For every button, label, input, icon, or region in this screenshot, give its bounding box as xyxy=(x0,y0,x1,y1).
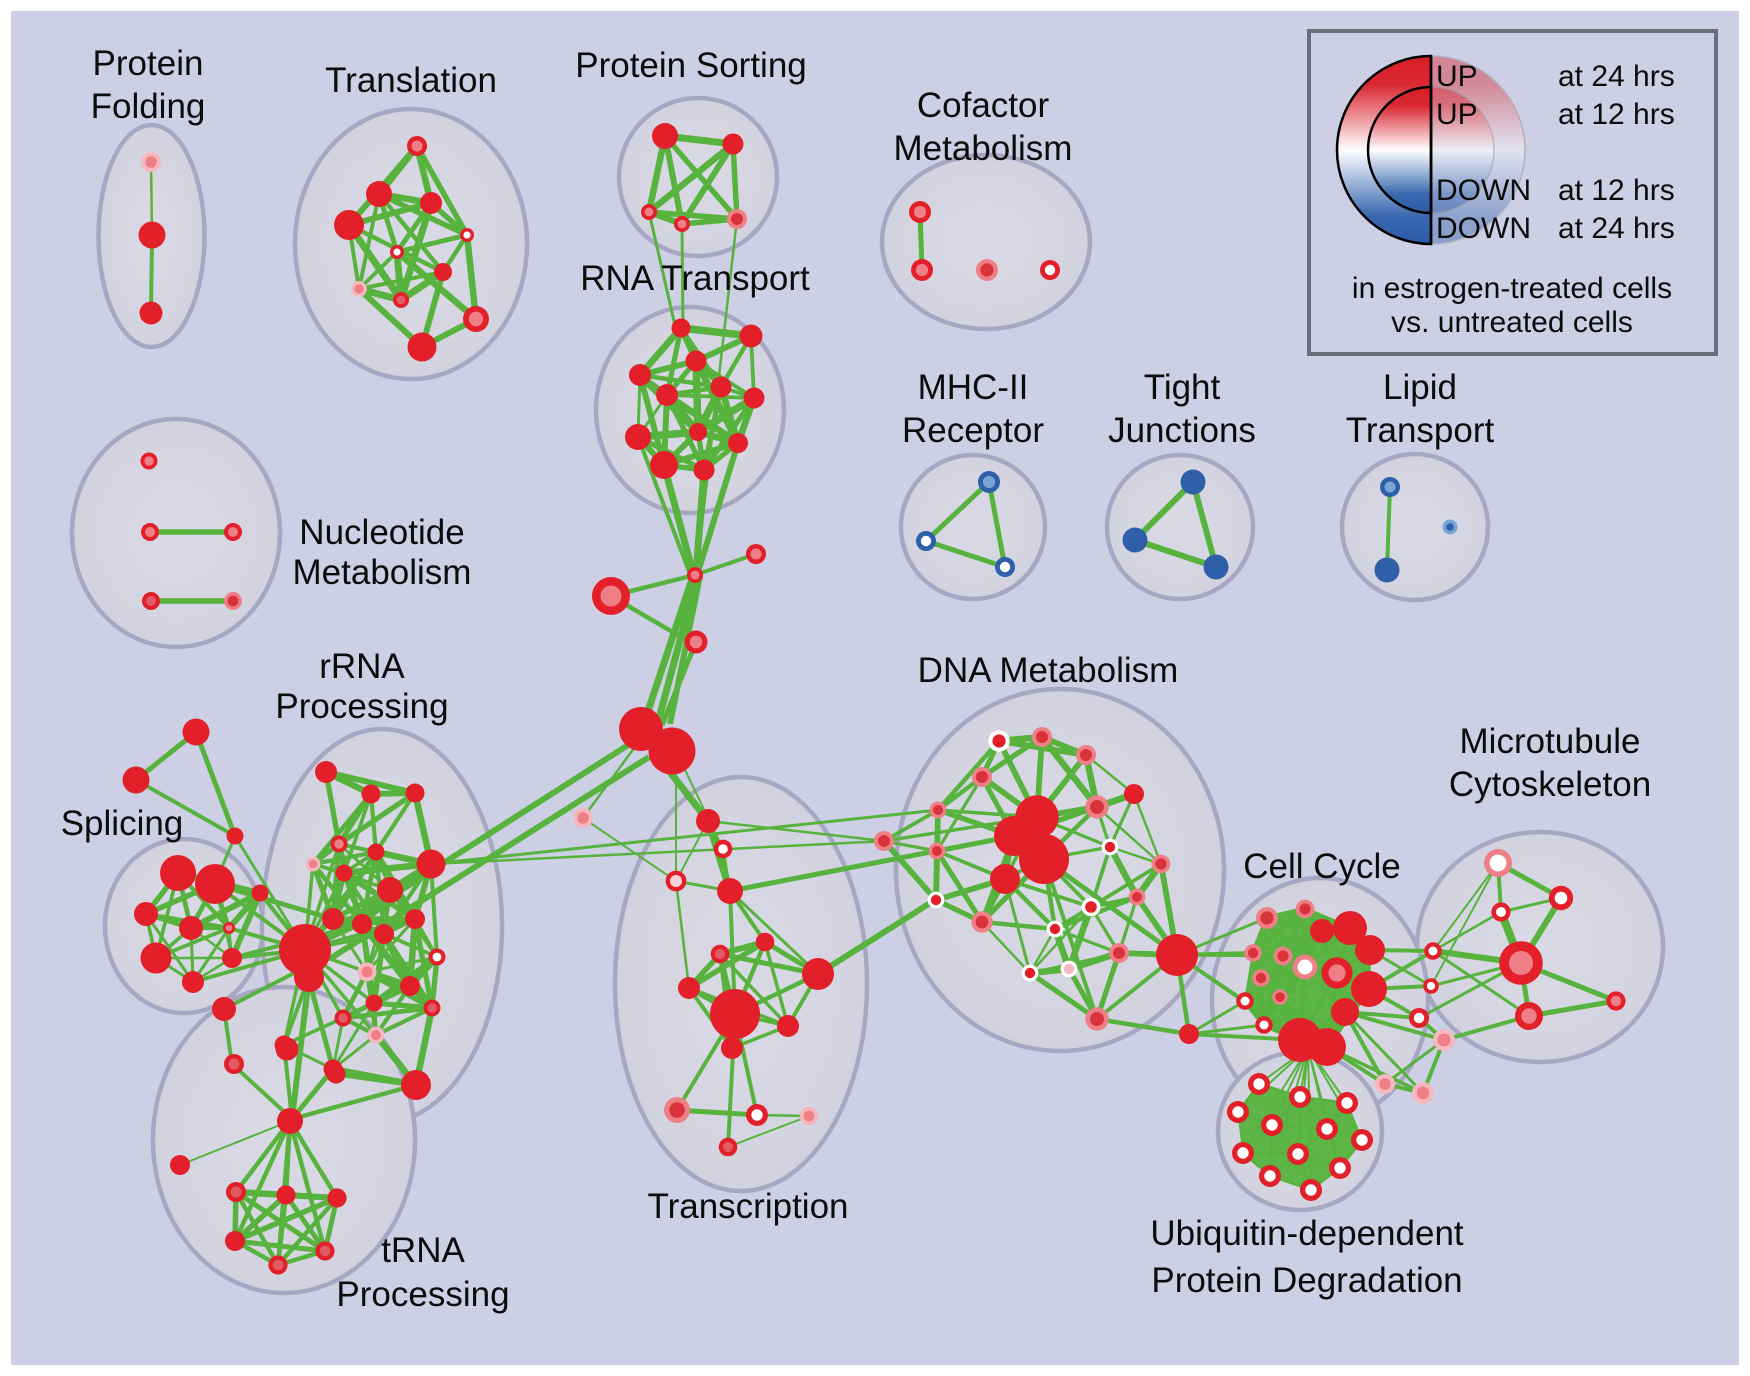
svg-text:MHC-II: MHC-II xyxy=(918,368,1029,407)
svg-text:Processing: Processing xyxy=(336,1275,509,1314)
svg-text:Folding: Folding xyxy=(91,87,206,126)
svg-text:Processing: Processing xyxy=(275,687,448,726)
svg-text:Lipid: Lipid xyxy=(1383,368,1457,407)
svg-text:UP: UP xyxy=(1436,60,1478,93)
svg-text:DNA Metabolism: DNA Metabolism xyxy=(918,651,1179,690)
svg-text:Cell Cycle: Cell Cycle xyxy=(1243,847,1401,886)
svg-text:tRNA: tRNA xyxy=(381,1231,465,1270)
svg-text:vs. untreated cells: vs. untreated cells xyxy=(1391,306,1633,339)
svg-text:Protein Sorting: Protein Sorting xyxy=(575,46,807,85)
svg-text:Transport: Transport xyxy=(1346,411,1495,450)
svg-text:Metabolism: Metabolism xyxy=(293,553,472,592)
svg-text:Cytoskeleton: Cytoskeleton xyxy=(1449,765,1651,804)
svg-text:Protein: Protein xyxy=(93,44,204,83)
svg-text:Nucleotide: Nucleotide xyxy=(299,513,464,552)
svg-text:RNA Transport: RNA Transport xyxy=(580,259,810,298)
svg-text:Cofactor: Cofactor xyxy=(917,86,1050,125)
svg-text:at 24 hrs: at 24 hrs xyxy=(1558,212,1675,245)
svg-text:DOWN: DOWN xyxy=(1436,212,1531,245)
svg-text:UP: UP xyxy=(1436,98,1478,131)
svg-text:Receptor: Receptor xyxy=(902,411,1044,450)
svg-text:in estrogen-treated cells: in estrogen-treated cells xyxy=(1352,272,1672,305)
svg-text:Junctions: Junctions xyxy=(1108,411,1256,450)
svg-text:Translation: Translation xyxy=(325,61,497,100)
svg-text:Metabolism: Metabolism xyxy=(894,129,1073,168)
svg-text:DOWN: DOWN xyxy=(1436,174,1531,207)
svg-text:Tight: Tight xyxy=(1144,368,1221,407)
svg-text:at 12 hrs: at 12 hrs xyxy=(1558,174,1675,207)
svg-text:rRNA: rRNA xyxy=(319,647,405,686)
svg-text:Ubiquitin-dependent: Ubiquitin-dependent xyxy=(1150,1214,1464,1253)
svg-text:at 24 hrs: at 24 hrs xyxy=(1558,60,1675,93)
svg-text:Protein Degradation: Protein Degradation xyxy=(1151,1261,1462,1300)
svg-text:at 12 hrs: at 12 hrs xyxy=(1558,98,1675,131)
svg-text:Splicing: Splicing xyxy=(61,804,184,843)
svg-text:Transcription: Transcription xyxy=(648,1187,849,1226)
svg-text:Microtubule: Microtubule xyxy=(1460,722,1641,761)
